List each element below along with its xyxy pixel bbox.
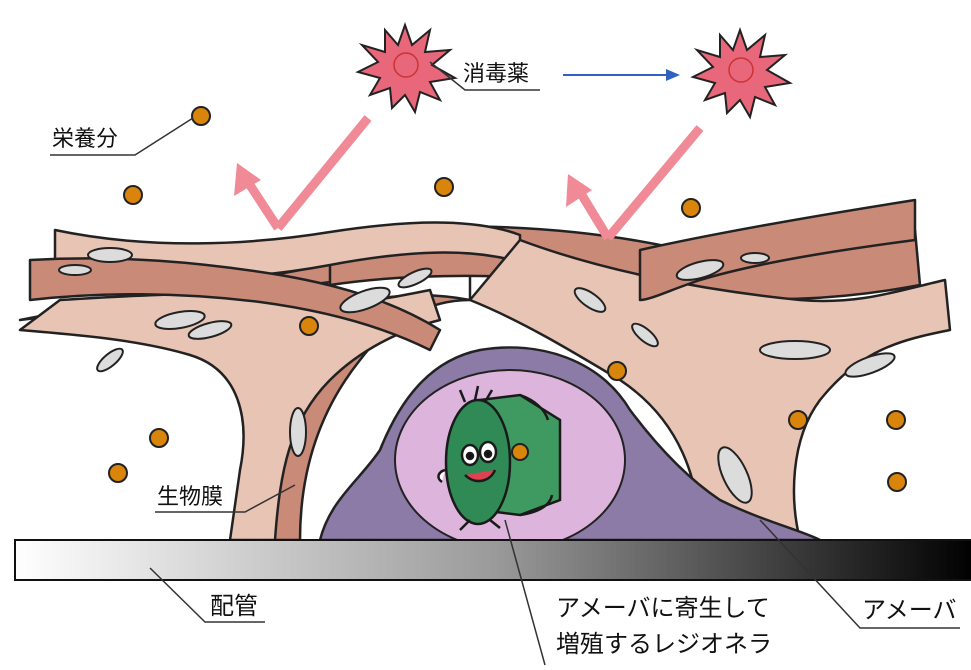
nutrient-particle-icon — [512, 444, 528, 460]
nutrient-particle-icon — [300, 317, 318, 335]
nutrient-particle-icon — [150, 429, 168, 447]
nutrient-particle-icon — [124, 186, 142, 204]
disinfectant-particle-icon-2 — [693, 30, 790, 117]
nutrient-label: 栄養分 — [52, 127, 118, 153]
pipe — [15, 540, 971, 580]
nutrient-particle-icon — [789, 411, 807, 429]
reflection-arrow-left — [248, 118, 368, 228]
reflection-arrow-right — [580, 128, 700, 238]
pipe-label: 配管 — [210, 590, 258, 622]
transition-arrow — [563, 69, 680, 81]
nutrient-particle-icon — [608, 362, 626, 380]
biofilm-label: 生物膜 — [157, 485, 223, 511]
disinfectant-particle-icon — [358, 25, 455, 112]
nutrient-particle-icon — [435, 178, 453, 196]
nutrient-particle-icon — [109, 464, 127, 482]
nutrient-particle-icon — [682, 199, 700, 217]
legionella-label-line2: 増殖するレジオネラ — [556, 628, 772, 660]
nutrient-particle-icon — [888, 473, 906, 491]
nutrient-particle-icon — [887, 411, 905, 429]
amoeba-label: アメーバ — [862, 594, 957, 626]
disinfectant-label: 消毒薬 — [463, 62, 529, 88]
legionella-label-line1: アメーバに寄生して — [556, 592, 770, 624]
nutrient-particle-icon — [192, 107, 210, 125]
